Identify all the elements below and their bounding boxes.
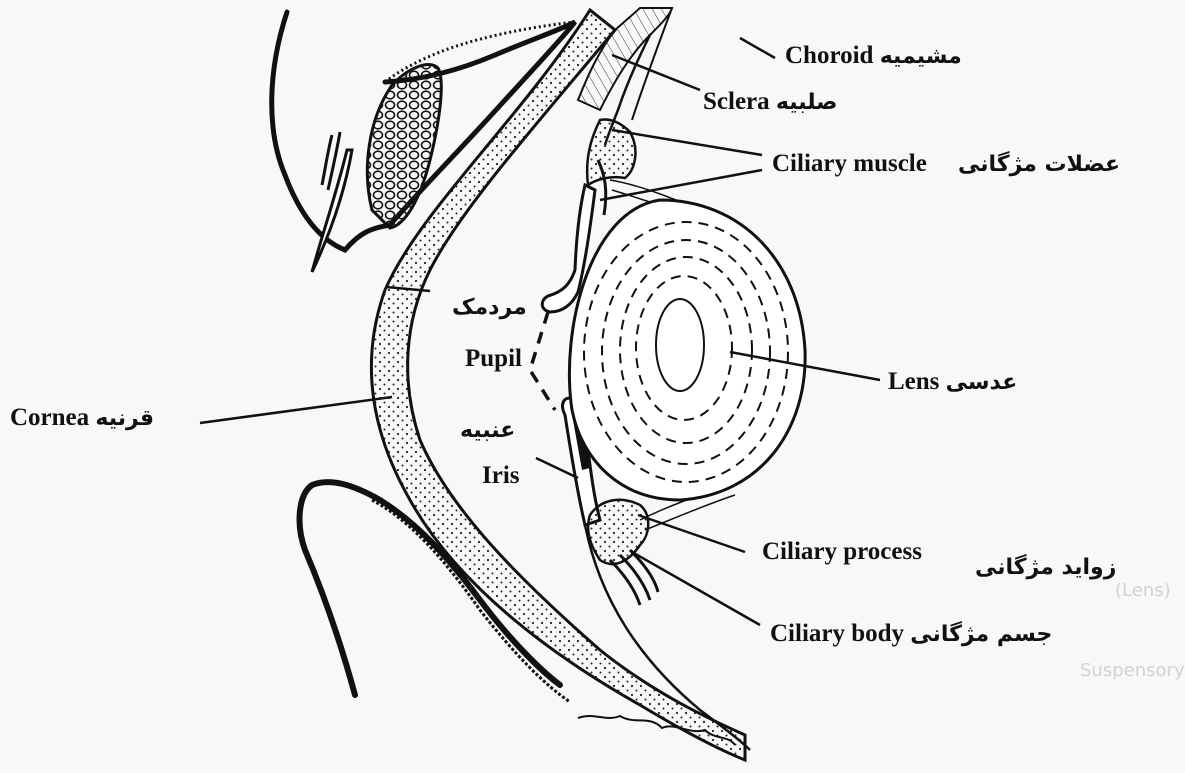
ciliary-process-lower [588, 500, 648, 564]
leader-sclera [612, 55, 700, 90]
label-lens-en: Lens [888, 368, 939, 395]
ciliary-muscle-upper [587, 120, 635, 186]
leader-ciliary-body [632, 552, 760, 625]
label-choroid: Choroid مشیمیه [785, 42, 962, 70]
label-lens: Lens عدسی [888, 368, 1017, 396]
label-sclera: Sclera صلبیه [703, 88, 837, 116]
meibomian-gland [367, 65, 441, 228]
label-ciliary-process-en: Ciliary process [762, 538, 922, 565]
label-ciliary-muscle-en: Ciliary muscle [772, 150, 927, 177]
label-cornea: Cornea قرنیه [10, 404, 154, 432]
pupil-dashed-line [530, 312, 555, 410]
label-sclera-en: Sclera [703, 88, 770, 115]
label-ciliary-muscle-en-line: Ciliary muscle [772, 150, 927, 178]
leader-ciliary-process [638, 515, 745, 552]
label-ciliary-body-en: Ciliary body [770, 620, 904, 647]
label-iris-fa: عنبیه [460, 418, 515, 443]
label-ciliary-process-fa: زواید مژگانی [975, 555, 1116, 580]
label-pupil-en: Pupil [465, 345, 522, 373]
label-pupil-fa: مردمک [452, 295, 527, 320]
label-cornea-en: Cornea [10, 404, 89, 431]
label-sclera-fa: صلبیه [776, 90, 838, 115]
label-iris-en: Iris [482, 462, 520, 490]
leader-cornea [200, 397, 392, 423]
leader-choroid [740, 38, 775, 58]
label-choroid-fa: مشیمیه [880, 44, 962, 69]
label-choroid-en: Choroid [785, 42, 873, 69]
label-cornea-fa: قرنیه [95, 406, 154, 431]
label-ciliary-process: Ciliary process [762, 538, 922, 566]
label-ciliary-body-fa: جسم مژگانی [910, 622, 1052, 647]
label-ciliary-body: Ciliary body جسم مژگانی [770, 620, 1052, 648]
label-ciliary-muscle: عضلات مژگانی [958, 150, 1120, 178]
label-ciliary-muscle-fa: عضلات مژگانی [958, 152, 1120, 177]
label-lens-fa: عدسی [946, 370, 1018, 395]
